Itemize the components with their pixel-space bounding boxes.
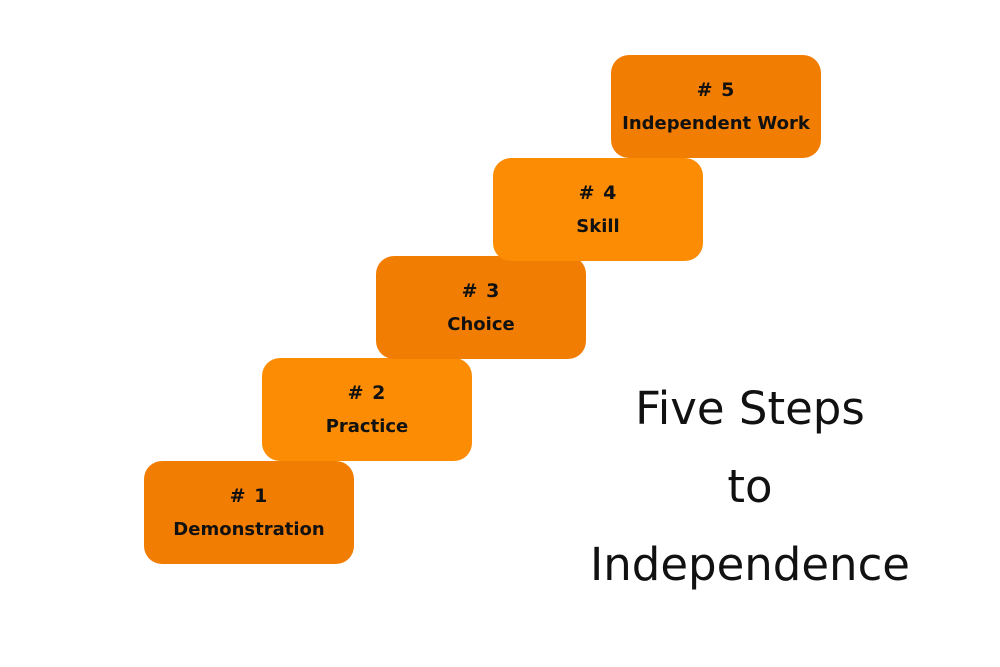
title-line-1: Five Steps bbox=[635, 382, 865, 435]
diagram-title: Five Steps to Independence bbox=[540, 370, 960, 604]
step-2-box: # 2 Practice bbox=[262, 358, 472, 461]
title-line-3: Independence bbox=[589, 538, 910, 591]
step-2-number: # 2 bbox=[347, 382, 387, 404]
title-line-2: to bbox=[727, 460, 773, 513]
step-1-number: # 1 bbox=[229, 485, 269, 507]
step-4-label: Skill bbox=[576, 216, 620, 237]
step-4-number: # 4 bbox=[578, 182, 618, 204]
step-5-box: # 5 Independent Work bbox=[611, 55, 821, 158]
step-1-label: Demonstration bbox=[173, 519, 325, 540]
step-4-box: # 4 Skill bbox=[493, 158, 703, 261]
step-1-box: # 1 Demonstration bbox=[144, 461, 354, 564]
step-5-label: Independent Work bbox=[622, 113, 810, 134]
step-2-label: Practice bbox=[325, 416, 409, 437]
step-3-label: Choice bbox=[447, 314, 515, 335]
step-5-number: # 5 bbox=[696, 79, 736, 101]
step-3-number: # 3 bbox=[461, 280, 501, 302]
step-3-box: # 3 Choice bbox=[376, 256, 586, 359]
